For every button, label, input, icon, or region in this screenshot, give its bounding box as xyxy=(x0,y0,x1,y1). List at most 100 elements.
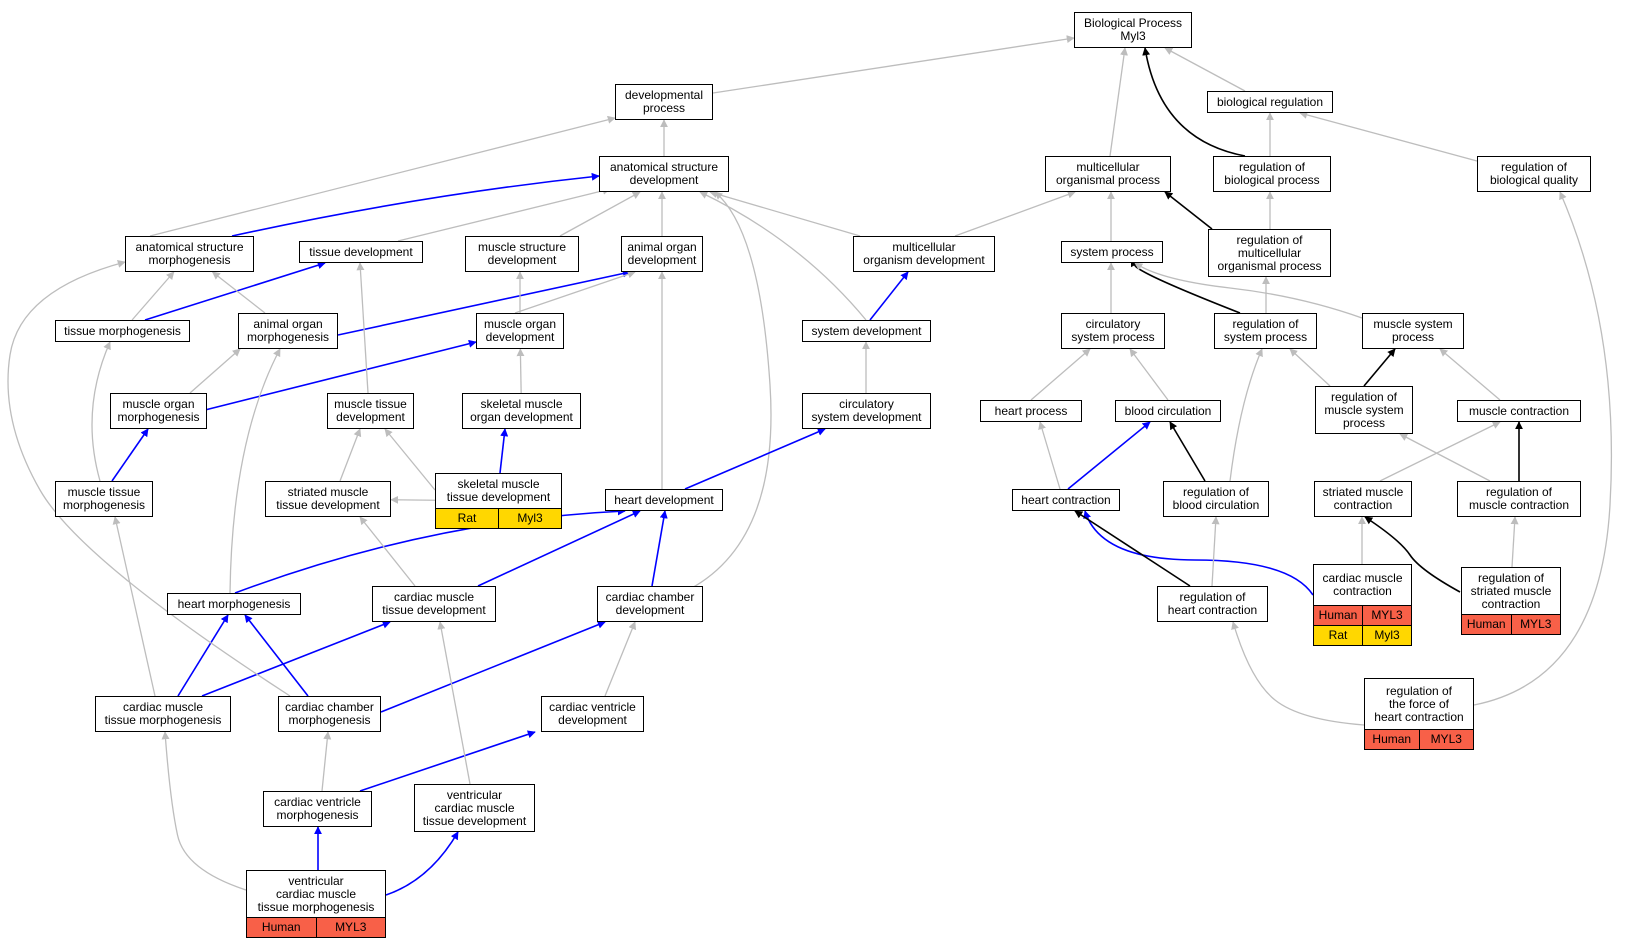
edge-msp-to-sp xyxy=(1134,262,1363,319)
edge-aom-to-aod xyxy=(337,269,631,336)
edge-td-to-asd xyxy=(397,186,611,242)
go-term-label-line: regulation of xyxy=(1330,389,1398,404)
edge-hc-to-bc xyxy=(1067,421,1151,490)
go-term-label: tissue development xyxy=(300,242,422,262)
go-term-label-line: biological regulation xyxy=(1216,94,1324,109)
go-term-label-line: regulation of xyxy=(1477,570,1545,585)
edge-rmsp-to-rsp xyxy=(1289,348,1331,387)
edge-muom-to-muod xyxy=(204,339,477,411)
edge-hd-to-csd xyxy=(684,428,826,490)
go-term-label-line: tissue development xyxy=(422,813,527,828)
go-term-td[interactable]: tissue development xyxy=(299,241,423,263)
edge-ccm-to-hm xyxy=(244,614,309,697)
go-term-mc[interactable]: muscle contraction xyxy=(1457,400,1581,422)
go-term-label-line: morphogenesis xyxy=(117,410,200,424)
go-term-hc[interactable]: heart contraction xyxy=(1012,489,1120,511)
go-term-label: tissue morphogenesis xyxy=(56,321,189,341)
go-term-bc[interactable]: blood circulation xyxy=(1115,400,1221,422)
go-term-label-line: muscle contraction xyxy=(1468,403,1570,418)
go-term-hp[interactable]: heart process xyxy=(980,400,1082,422)
go-term-label-line: Biological Process xyxy=(1083,16,1183,30)
edge-hp-to-csp xyxy=(1030,348,1091,401)
annotation-gene: MYL3 xyxy=(1418,730,1473,749)
edge-cmtm-to-hm xyxy=(177,614,229,697)
go-term-hd[interactable]: heart development xyxy=(605,489,723,511)
go-term-label-line: organism development xyxy=(863,253,985,267)
go-term-tm[interactable]: tissue morphogenesis xyxy=(55,320,190,342)
edge-cmc-to-hc xyxy=(1083,510,1314,596)
go-term-label-line: biological process xyxy=(1224,173,1320,187)
go-term-label-line: striated muscle xyxy=(1470,583,1552,598)
go-term-sd[interactable]: system development xyxy=(802,320,931,342)
edge-rhc-to-rbc xyxy=(1211,516,1220,587)
annotation-species: Rat xyxy=(436,509,498,528)
go-term-label: system process xyxy=(1062,242,1162,262)
go-term-sp[interactable]: system process xyxy=(1061,241,1163,263)
edge-mod-to-mop xyxy=(954,190,1076,237)
edge-muod-to-aod xyxy=(514,270,636,314)
go-term-label: blood circulation xyxy=(1116,401,1220,421)
go-term-label: heart development xyxy=(606,490,722,510)
go-term-label-line: cardiac chamber xyxy=(605,590,695,604)
edge-sd-to-asd xyxy=(699,191,867,321)
go-term-label-line: development xyxy=(629,173,699,187)
annotation-gene: MYL3 xyxy=(315,918,385,937)
go-term-bio_reg[interactable]: biological regulation xyxy=(1207,91,1333,113)
annotation-gene: Myl3 xyxy=(1362,626,1411,645)
go-term-label-line: regulation of xyxy=(1500,160,1568,174)
go-term-hm[interactable]: heart morphogenesis xyxy=(167,593,301,615)
go-term-label-line: the force of xyxy=(1388,696,1450,711)
edge-smc-to-mc xyxy=(1379,421,1501,482)
go-term-label-line: anatomical structure xyxy=(135,240,244,254)
go-term-label-line: muscle system xyxy=(1324,402,1404,417)
